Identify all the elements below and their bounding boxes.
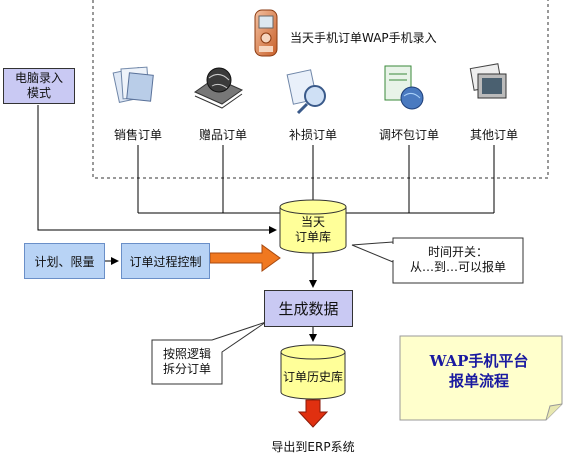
split-line1: 按照逻辑 — [162, 347, 211, 361]
time-switch-line2: 从…到…可以报单 — [409, 260, 506, 274]
note-folded — [399, 335, 563, 421]
time-switch-callout — [351, 237, 524, 284]
magnifier-icon — [286, 69, 326, 115]
pc-entry-line2: 模式 — [26, 86, 51, 100]
history-db-label: 订单历史库 — [282, 370, 343, 384]
daily-db-line1: 当天 — [300, 215, 325, 229]
pc-entry-line — [37, 105, 277, 234]
note-line2: 报单流程 — [448, 372, 509, 390]
wap-region-border — [92, 0, 549, 179]
order-type-damaged: 调坏包订单 — [378, 128, 440, 142]
daily-db-label: 当天 订单库 — [280, 215, 346, 245]
generate-box: 生成数据 — [264, 290, 353, 327]
daily-order-db — [279, 199, 347, 254]
time-switch-text: 时间开关： 从…到…可以报单 — [393, 245, 523, 275]
wap-entry-label: 当天手机订单WAP手机录入 — [290, 31, 437, 45]
process-control-box: 订单过程控制 — [121, 243, 210, 279]
export-red-arrow — [297, 399, 329, 428]
photos-icon — [469, 63, 507, 99]
order-type-gift: 赠品订单 — [198, 128, 248, 142]
split-text: 按照逻辑 拆分订单 — [152, 347, 222, 377]
order-type-sales: 销售订单 — [113, 128, 163, 142]
mobile-phone-icon — [254, 9, 278, 57]
order-type-compensation: 补损订单 — [288, 128, 338, 142]
book-globe-icon — [193, 67, 244, 109]
plan-label: 计划、限量 — [34, 254, 95, 269]
split-line2: 拆分订单 — [162, 362, 211, 376]
control-orange-arrow — [209, 244, 281, 272]
note-text: WAP手机平台 报单流程 — [404, 351, 554, 391]
note-line1: WAP手机平台 — [429, 352, 529, 370]
export-label: 导出到ERP系统 — [271, 440, 355, 454]
pc-entry-box: 电脑录入 模式 — [3, 68, 75, 104]
order-type-other: 其他订单 — [469, 128, 519, 142]
pc-entry-line1: 电脑录入 — [14, 71, 63, 85]
plan-box: 计划、限量 — [24, 243, 105, 279]
documents-icon — [112, 66, 154, 103]
page-globe-icon — [384, 65, 424, 110]
generate-label: 生成数据 — [278, 300, 339, 318]
merge-lines — [137, 145, 495, 214]
process-control-label: 订单过程控制 — [129, 254, 202, 269]
daily-db-line2: 订单库 — [294, 230, 331, 244]
time-switch-line1: 时间开关： — [427, 245, 488, 259]
history-order-db — [280, 344, 346, 400]
